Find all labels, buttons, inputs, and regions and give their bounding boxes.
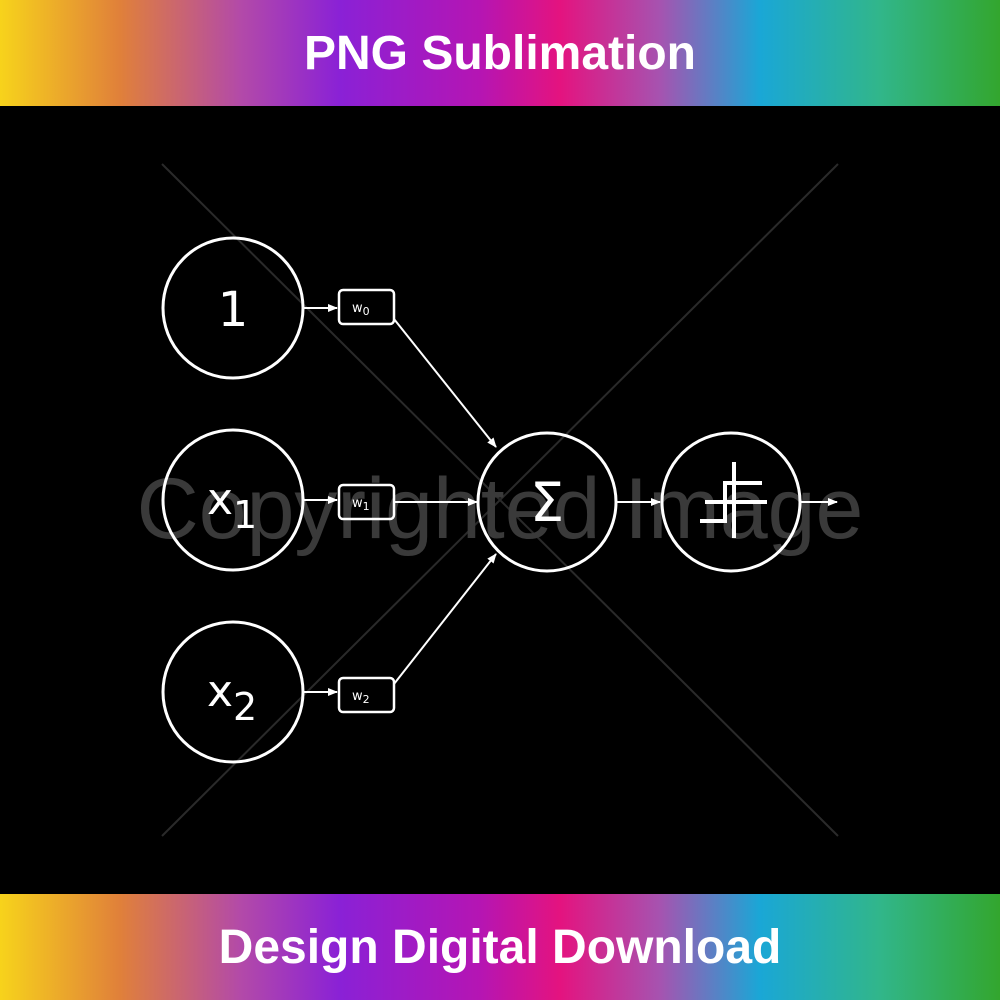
svg-text:1: 1 [218, 282, 249, 338]
weight-subscript: 1 [363, 500, 370, 513]
bottom-banner: Design Digital Download [0, 894, 1000, 1000]
weight-subscript: 0 [363, 305, 370, 318]
weight-box-w0: w0 [337, 288, 396, 326]
watermark-text: Copyrighted Image [137, 461, 864, 557]
input-node-subscript: 1 [233, 493, 257, 537]
weight-label: w [352, 301, 363, 316]
watermark-diagonal-line [161, 163, 839, 837]
weight-label: w [352, 689, 363, 704]
svg-text:w2: w2 [352, 689, 370, 706]
weight-label: w [352, 496, 363, 511]
watermark: Copyrighted Image [137, 163, 864, 837]
svg-text:x2: x2 [207, 666, 257, 729]
bottom-banner-title: Design Digital Download [218, 920, 782, 974]
input-node-label: x [207, 474, 233, 525]
svg-text:w0: w0 [352, 301, 370, 318]
top-banner: PNG Sublimation [0, 0, 1000, 106]
svg-text:x1: x1 [207, 474, 257, 537]
input-node-x1: x1 [161, 428, 305, 572]
input-node-bias: 1 [161, 236, 305, 380]
step-function-icon [700, 462, 767, 538]
top-banner-title: PNG Sublimation [303, 26, 696, 80]
arrow-weight-to-sum [393, 553, 497, 685]
weight-subscript: 2 [363, 693, 370, 706]
sigma-symbol: Σ [530, 471, 564, 534]
input-node-x2: x2 [161, 620, 305, 764]
svg-text:w1: w1 [352, 496, 370, 513]
arrow-weight-to-sum [393, 318, 497, 448]
input-node-label: 1 [218, 282, 249, 338]
perceptron-diagram: Copyrighted Image 1 x1 x2 [0, 106, 1000, 894]
input-node-subscript: 2 [233, 685, 257, 729]
weight-box-w2: w2 [337, 676, 396, 714]
input-node-label: x [207, 666, 233, 717]
